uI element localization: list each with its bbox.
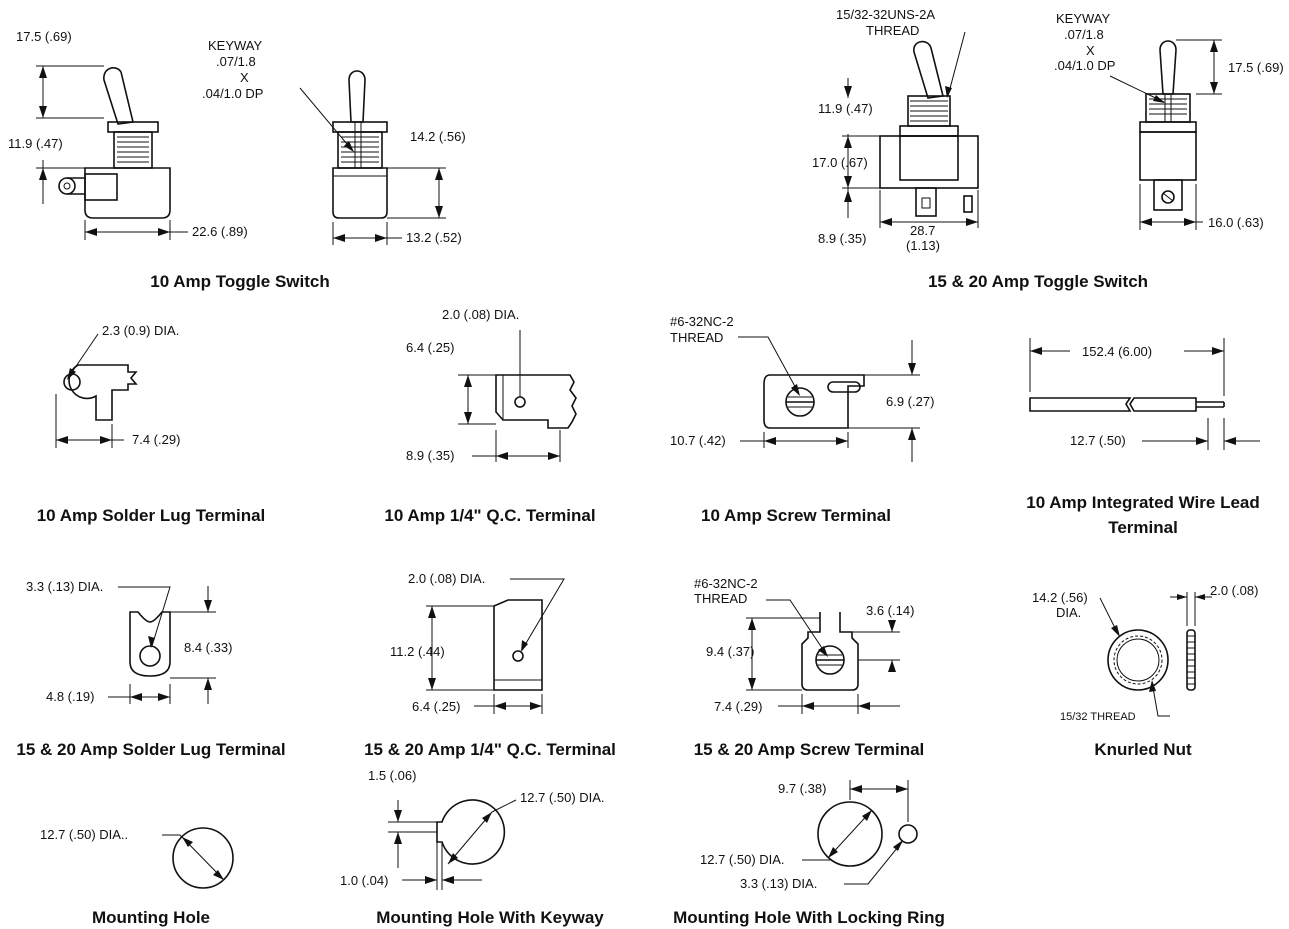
wire10-strip-label: 12.7 (.50)	[1070, 433, 1126, 448]
toggle1520-body-width-line1: 28.7	[910, 223, 935, 238]
solder10-width-label: 7.4 (.29)	[132, 432, 180, 447]
toggle1520-lever-height-label: 17.5 (.69)	[1228, 60, 1284, 75]
toggle1520-thread-line1: 15/32-32UNS-2A	[836, 7, 935, 22]
hole-key-depth-label: 1.5 (.06)	[368, 768, 416, 783]
toggle10-body-height-label: 14.2 (.56)	[410, 129, 466, 144]
solder1520-height-label: 8.4 (.33)	[184, 640, 232, 655]
solder1520-hole-dia-label: 3.3 (.13) DIA.	[26, 579, 103, 594]
qc10-hole-dia-label: 2.0 (.08) DIA.	[442, 307, 519, 322]
hole-key-width-label: 1.0 (.04)	[340, 873, 388, 888]
hole-ring-offset-label: 9.7 (.38)	[778, 781, 826, 796]
nut-dia-line2: DIA.	[1056, 605, 1081, 620]
toggle1520-side-width-label: 16.0 (.63)	[1208, 215, 1264, 230]
qc1520-drawing	[426, 578, 565, 714]
toggle1520-front-view	[879, 40, 979, 217]
toggle10-front-view	[58, 67, 171, 219]
toggle1520-front-dims	[842, 31, 979, 228]
toggle10-lever-height-label: 17.5 (.69)	[16, 29, 72, 44]
caption-15-20-amp-qc-terminal: 15 & 20 Amp 1/4" Q.C. Terminal	[364, 740, 616, 759]
toggle10-side-dims	[299, 87, 446, 245]
hole-key-drawing	[388, 799, 517, 890]
solder10-drawing	[55, 333, 138, 448]
caption-15-20-amp-screw-terminal: 15 & 20 Amp Screw Terminal	[694, 740, 925, 759]
nut-thread-label: 15/32 THREAD	[1060, 711, 1136, 723]
caption-10-amp-screw-terminal: 10 Amp Screw Terminal	[701, 506, 891, 525]
screw1520-top-label: 3.6 (.14)	[866, 603, 914, 618]
toggle10-side-view	[332, 70, 388, 219]
screw10-thread-line1: #6-32NC-2	[670, 314, 734, 329]
hole-drawing	[162, 827, 234, 889]
screw1520-thread-line2: THREAD	[694, 591, 747, 606]
wire10-length-label: 152.4 (6.00)	[1082, 344, 1152, 359]
solder1520-width-label: 4.8 (.19)	[46, 689, 94, 704]
caption-mounting-hole-locking-ring: Mounting Hole With Locking Ring	[673, 908, 945, 927]
screw1520-width-label: 7.4 (.29)	[714, 699, 762, 714]
screw1520-drawing	[746, 599, 900, 714]
nut-drawing	[1099, 592, 1212, 717]
toggle1520-keyway-line4: .04/1.0 DP	[1054, 58, 1115, 73]
toggle10-keyway-line1: KEYWAY	[208, 38, 263, 53]
caption-15-20-amp-toggle-switch: 15 & 20 Amp Toggle Switch	[928, 272, 1148, 291]
qc10-height-label: 6.4 (.25)	[406, 340, 454, 355]
qc1520-width-label: 6.4 (.25)	[412, 699, 460, 714]
qc1520-hole-dia-label: 2.0 (.08) DIA.	[408, 571, 485, 586]
toggle10-bushing-height-label: 11.9 (.47)	[8, 136, 63, 151]
screw1520-thread-line1: #6-32NC-2	[694, 576, 758, 591]
toggle10-body-width-label: 22.6 (.89)	[192, 224, 248, 239]
caption-10-amp-wire-lead-line2: Terminal	[1108, 518, 1178, 537]
toggle10-keyway-line4: .04/1.0 DP	[202, 86, 263, 101]
screw10-height-label: 6.9 (.27)	[886, 394, 934, 409]
caption-10-amp-qc-terminal: 10 Amp 1/4" Q.C. Terminal	[384, 506, 595, 525]
solder10-hole-dia-label: 2.3 (0.9) DIA.	[102, 323, 179, 338]
screw10-thread-line2: THREAD	[670, 330, 723, 345]
hole-ring-drawing	[802, 780, 918, 885]
caption-knurled-nut: Knurled Nut	[1094, 740, 1192, 759]
toggle1520-body-height-label: 17.0 (.67)	[812, 155, 868, 170]
hole-key-dia-label: 12.7 (.50) DIA.	[520, 790, 605, 805]
toggle1520-terminal-height-label: 8.9 (.35)	[818, 231, 866, 246]
screw10-width-label: 10.7 (.42)	[670, 433, 726, 448]
qc1520-height-label: 11.2 (.44)	[390, 644, 445, 659]
caption-15-20-amp-solder-lug-terminal: 15 & 20 Amp Solder Lug Terminal	[16, 740, 285, 759]
toggle1520-side-dims	[1109, 39, 1222, 230]
toggle1520-keyway-line1: KEYWAY	[1056, 11, 1111, 26]
toggle10-front-dims	[36, 65, 188, 240]
caption-10-amp-wire-lead-line1: 10 Amp Integrated Wire Lead	[1026, 493, 1260, 512]
hole-ring-dia-label: 12.7 (.50) DIA.	[700, 852, 785, 867]
toggle1520-side-view	[1139, 40, 1197, 211]
caption-mounting-hole-keyway: Mounting Hole With Keyway	[376, 908, 604, 927]
solder1520-drawing	[108, 586, 216, 704]
toggle1520-keyway-line2: .07/1.8	[1064, 27, 1104, 42]
screw1520-height-label: 9.4 (.37)	[706, 644, 754, 659]
toggle1520-bushing-height-label: 11.9 (.47)	[818, 101, 873, 116]
toggle10-side-width-label: 13.2 (.52)	[406, 230, 462, 245]
toggle1520-keyway-line3: X	[1086, 43, 1095, 58]
qc10-drawing	[458, 330, 577, 462]
hole-ring-ring-dia-label: 3.3 (.13) DIA.	[740, 876, 817, 891]
hole-dia-label: 12.7 (.50) DIA..	[40, 827, 128, 842]
caption-mounting-hole: Mounting Hole	[92, 908, 210, 927]
qc10-width-label: 8.9 (.35)	[406, 448, 454, 463]
caption-10-amp-solder-lug-terminal: 10 Amp Solder Lug Terminal	[37, 506, 266, 525]
nut-dia-line1: 14.2 (.56)	[1032, 590, 1088, 605]
caption-10-amp-toggle-switch: 10 Amp Toggle Switch	[150, 272, 329, 291]
toggle1520-body-width-line2: (1.13)	[906, 238, 940, 253]
toggle10-keyway-line2: .07/1.8	[216, 54, 256, 69]
screw10-drawing	[738, 336, 920, 462]
nut-thickness-label: 2.0 (.08)	[1210, 583, 1258, 598]
toggle1520-thread-line2: THREAD	[866, 23, 919, 38]
wire10-drawing	[1029, 338, 1260, 450]
toggle10-keyway-line3: X	[240, 70, 249, 85]
